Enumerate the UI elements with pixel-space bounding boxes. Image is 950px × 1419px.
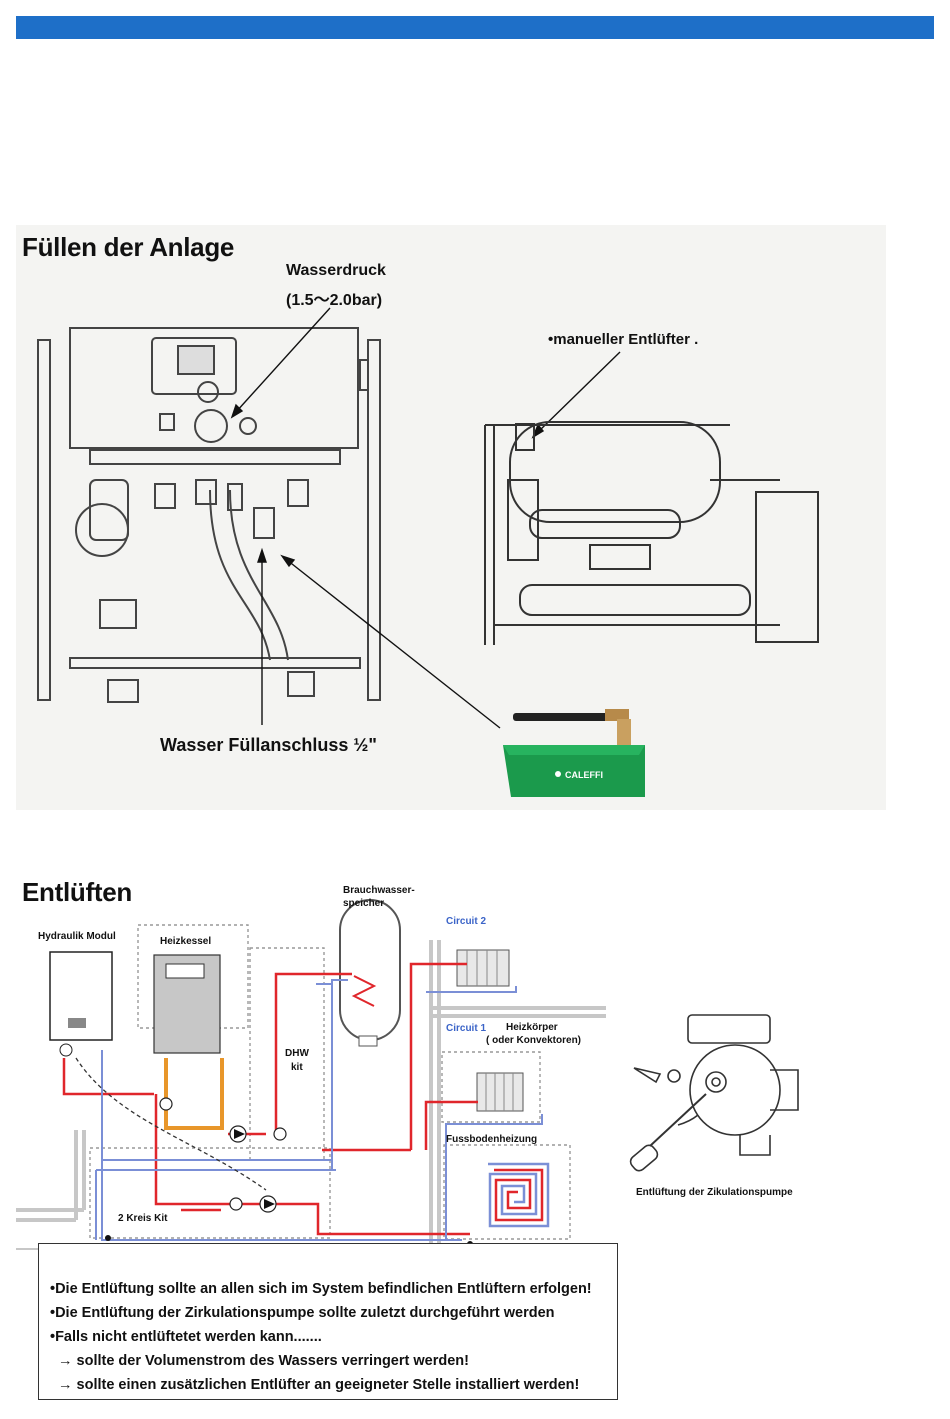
pump-vent-caption: Entlüftung der Zikulationspumpe [636,1187,793,1198]
note-line-4: → sollte der Volumenstrom des Wassers ve… [58,1353,469,1369]
dhw-kit-label-line2: kit [291,1062,303,1073]
fill-section-title: Füllen der Anlage [22,232,235,262]
manual-vent-label: •manueller Entlüfter . [548,331,699,348]
hand-pump-illustration: CALEFFI [503,709,645,797]
fill-callout-arrows [230,307,621,729]
buffer-tank-drawing [484,421,819,645]
water-pressure-label: Wasserdruck [286,262,386,279]
fill-connection-label: Wasser Füllanschluss ½" [160,735,377,755]
note-line-1: •Die Entlüftung sollte an allen sich im … [50,1281,592,1297]
filling-figure-panel [16,225,886,810]
radiator-label-line1: Heizkörper [506,1022,558,1033]
hydraulic-schematic [16,899,606,1250]
circuit1-label: Circuit 1 [446,1023,487,1034]
note-line-2: •Die Entlüftung der Zirkulationspumpe so… [50,1305,555,1321]
boiler-label: Heizkessel [160,936,212,947]
two-circuit-kit-label: 2 Kreis Kit [118,1213,168,1224]
hydraulic-module-drawing [37,327,381,703]
dhw-kit-label-line1: DHW [285,1048,309,1059]
dhw-tank-label-line1: Brauchwasser- [343,885,415,896]
radiator-label-line2: ( oder Konvektoren) [486,1035,582,1046]
dhw-tank-label-line2: speicher [343,898,385,909]
floor-heating-label: Fussbodenheizung [446,1134,538,1145]
circuit2-label: Circuit 2 [446,916,487,927]
water-pressure-range: (1.5～2.0bar) [286,292,383,309]
vent-section-title: Entlüften [22,877,132,907]
header-bar [16,16,934,39]
venting-notes-box: •Die Entlüftung sollte an allen sich im … [38,1243,618,1400]
note-line-5: → sollte einen zusätzlichen Entlüfter an… [58,1377,580,1393]
note-line-3: •Falls nicht entlüftetet werden kann....… [50,1329,322,1345]
circulation-pump-illustration [629,1014,799,1172]
pump-brand-text: CALEFFI [565,770,603,780]
hydraulic-module-label: Hydraulik Modul [38,931,116,942]
